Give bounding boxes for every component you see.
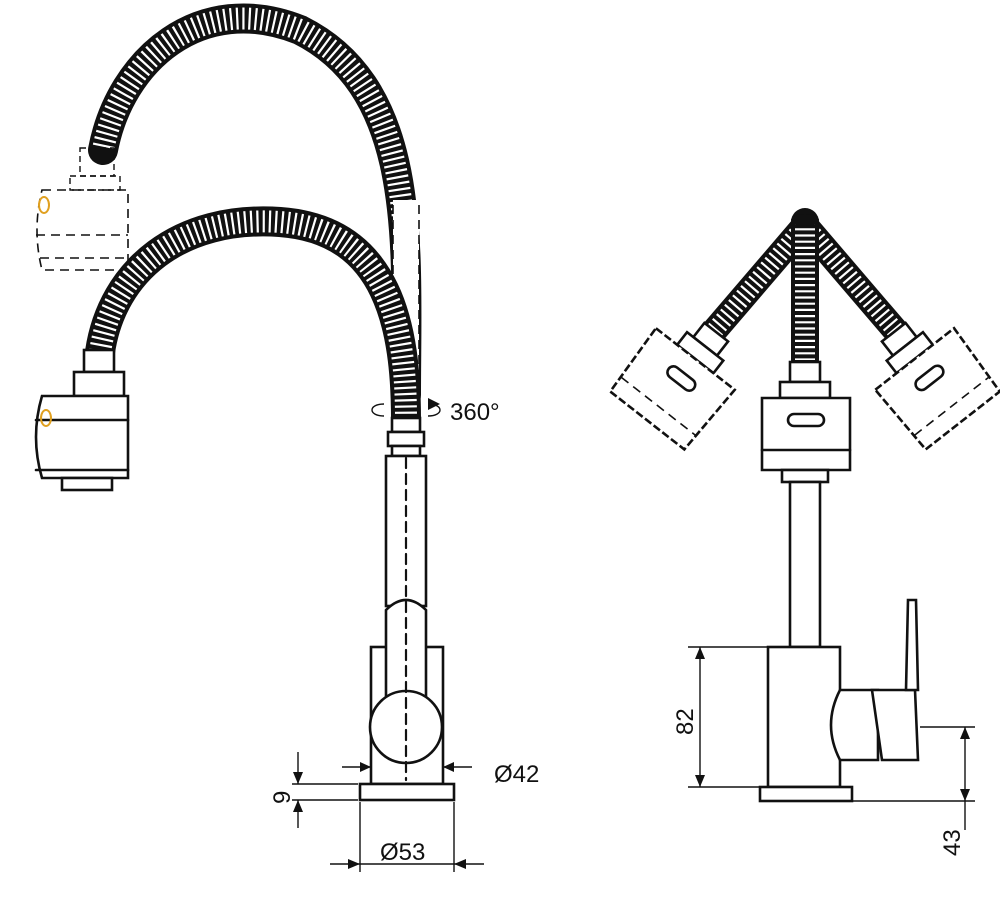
sprayer-head-front: [760, 360, 852, 484]
dim-base-diameter: Ø53: [330, 802, 484, 872]
sprayer-left-tilt: [608, 321, 737, 452]
faucet-base-front: [758, 785, 854, 803]
dim-base-diameter-label: Ø53: [380, 839, 425, 866]
dim-handle-height-label: 43: [939, 829, 966, 856]
side-view: 360° Ø42 9: [34, 3, 539, 872]
dim-body-diameter: Ø42: [342, 761, 539, 788]
swivel-collar: [386, 416, 426, 458]
hose-lower: [85, 206, 421, 435]
rotation-indicator: 360°: [371, 398, 500, 426]
lever-handle: [904, 598, 920, 692]
spout-tube-front: [788, 480, 822, 649]
dim-body-height-label: 82: [672, 708, 699, 735]
lever-cap: [870, 688, 920, 762]
dim-base-height: 9: [269, 752, 358, 828]
hose-lower-ribs: [89, 210, 417, 421]
rotation-label: 360°: [450, 399, 500, 426]
faucet-base: [358, 782, 456, 802]
faucet-body-front: [766, 645, 842, 789]
dim-body-height: 82: [672, 646, 768, 788]
sprayer-right-tilt: [873, 321, 1000, 452]
dim-base-height-label: 9: [269, 791, 296, 804]
dim-handle-height: 43: [852, 726, 975, 856]
hose-upper-ribs: [92, 7, 418, 396]
front-view: 82 43: [608, 208, 1000, 856]
lever-cartridge: [829, 688, 880, 762]
sprayer-head-side: [34, 348, 130, 492]
dim-body-diameter-label: Ø42: [494, 761, 539, 788]
sprayer-upper-position: [36, 147, 129, 271]
